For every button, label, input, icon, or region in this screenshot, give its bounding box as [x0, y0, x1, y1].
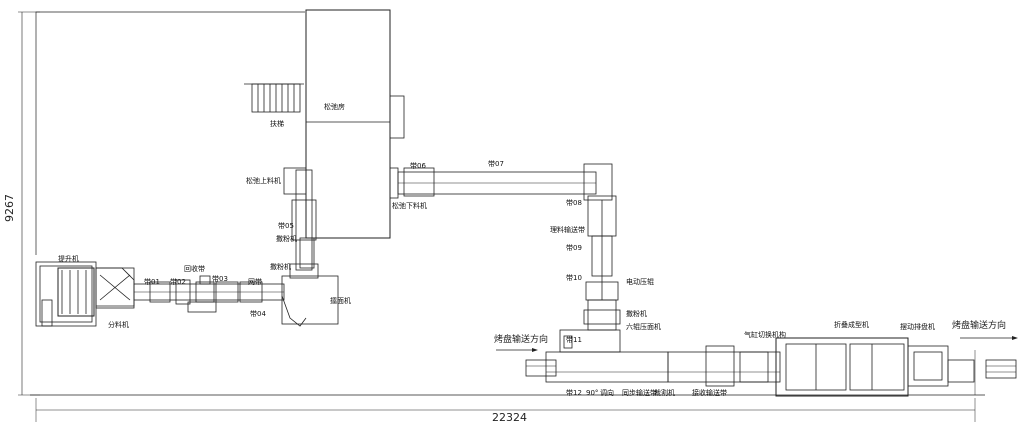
label-folding-machine: 折叠成型机: [834, 321, 869, 329]
label-ladder: 扶梯: [270, 120, 284, 128]
main-line: [525, 329, 781, 387]
label-duster-3: 撒粉机: [626, 310, 647, 318]
label-duster: 撒粉机: [270, 263, 291, 271]
label-proof-outfeed: 松弛下料机: [392, 202, 427, 210]
label-mesh-belt: 网带: [248, 278, 262, 286]
label-electric-roller: 电动压辊: [626, 278, 654, 286]
label-belt-10: 带10: [566, 274, 582, 282]
label-lift-machine: 提升机: [58, 255, 79, 263]
label-belt-08: 带08: [566, 199, 582, 207]
label-belt-12: 带12: [566, 389, 582, 397]
folding-machine: [775, 337, 909, 397]
label-proofing-room: 松弛房: [324, 103, 345, 111]
label-sorting-conveyor: 理料输送带: [550, 226, 585, 234]
label-sync-conveyor: 同步输送带: [622, 389, 657, 397]
label-cylinder-switch: 气缸切换机构: [744, 331, 786, 339]
label-distributor: 分料机: [108, 321, 129, 329]
label-belt-02: 带02: [170, 278, 186, 286]
label-belt-01: 带01: [144, 278, 160, 286]
direction-label-left: 烤盘输送方向: [494, 335, 549, 345]
swing-tray-machine: [907, 345, 1017, 387]
label-cutter: 裁割机: [654, 389, 675, 397]
height-dimension: 9267: [3, 194, 16, 222]
label-belt-07: 带07: [488, 160, 504, 168]
conveyor-left: [133, 275, 285, 313]
direction-label-right: 烤盘输送方向: [952, 321, 1007, 331]
vertical-line-right: [583, 195, 621, 331]
label-proof-infeed: 松弛上料机: [246, 177, 281, 185]
label-belt-11: 带11: [566, 336, 582, 344]
boundary-line: [35, 11, 305, 255]
lift-machine: [35, 261, 135, 327]
riser-conveyor: [283, 167, 317, 271]
label-angle-90: 90°: [586, 389, 599, 397]
label-belt-09: 带09: [566, 244, 582, 252]
label-turning: 调向: [600, 389, 614, 397]
conveyor-07: [397, 163, 613, 201]
label-return-belt: 回收带: [184, 265, 205, 273]
proofing-room: [305, 9, 405, 239]
label-belt-03: 带03: [212, 275, 228, 283]
kneader: [281, 263, 339, 327]
label-receive-conveyor: 接收输送带: [692, 389, 727, 397]
width-dimension: 22324: [492, 411, 527, 424]
label-belt-05: 带05: [278, 222, 294, 230]
label-duster-2: 撒粉机: [276, 235, 297, 243]
label-belt-04: 带04: [250, 310, 266, 318]
ladder: [244, 83, 304, 113]
label-six-roller-press: 六辊压面机: [626, 323, 661, 331]
label-swing-tray: 摆动排盘机: [900, 323, 935, 331]
label-belt-06: 带06: [410, 162, 426, 170]
label-kneader: 擂面机: [330, 297, 351, 305]
